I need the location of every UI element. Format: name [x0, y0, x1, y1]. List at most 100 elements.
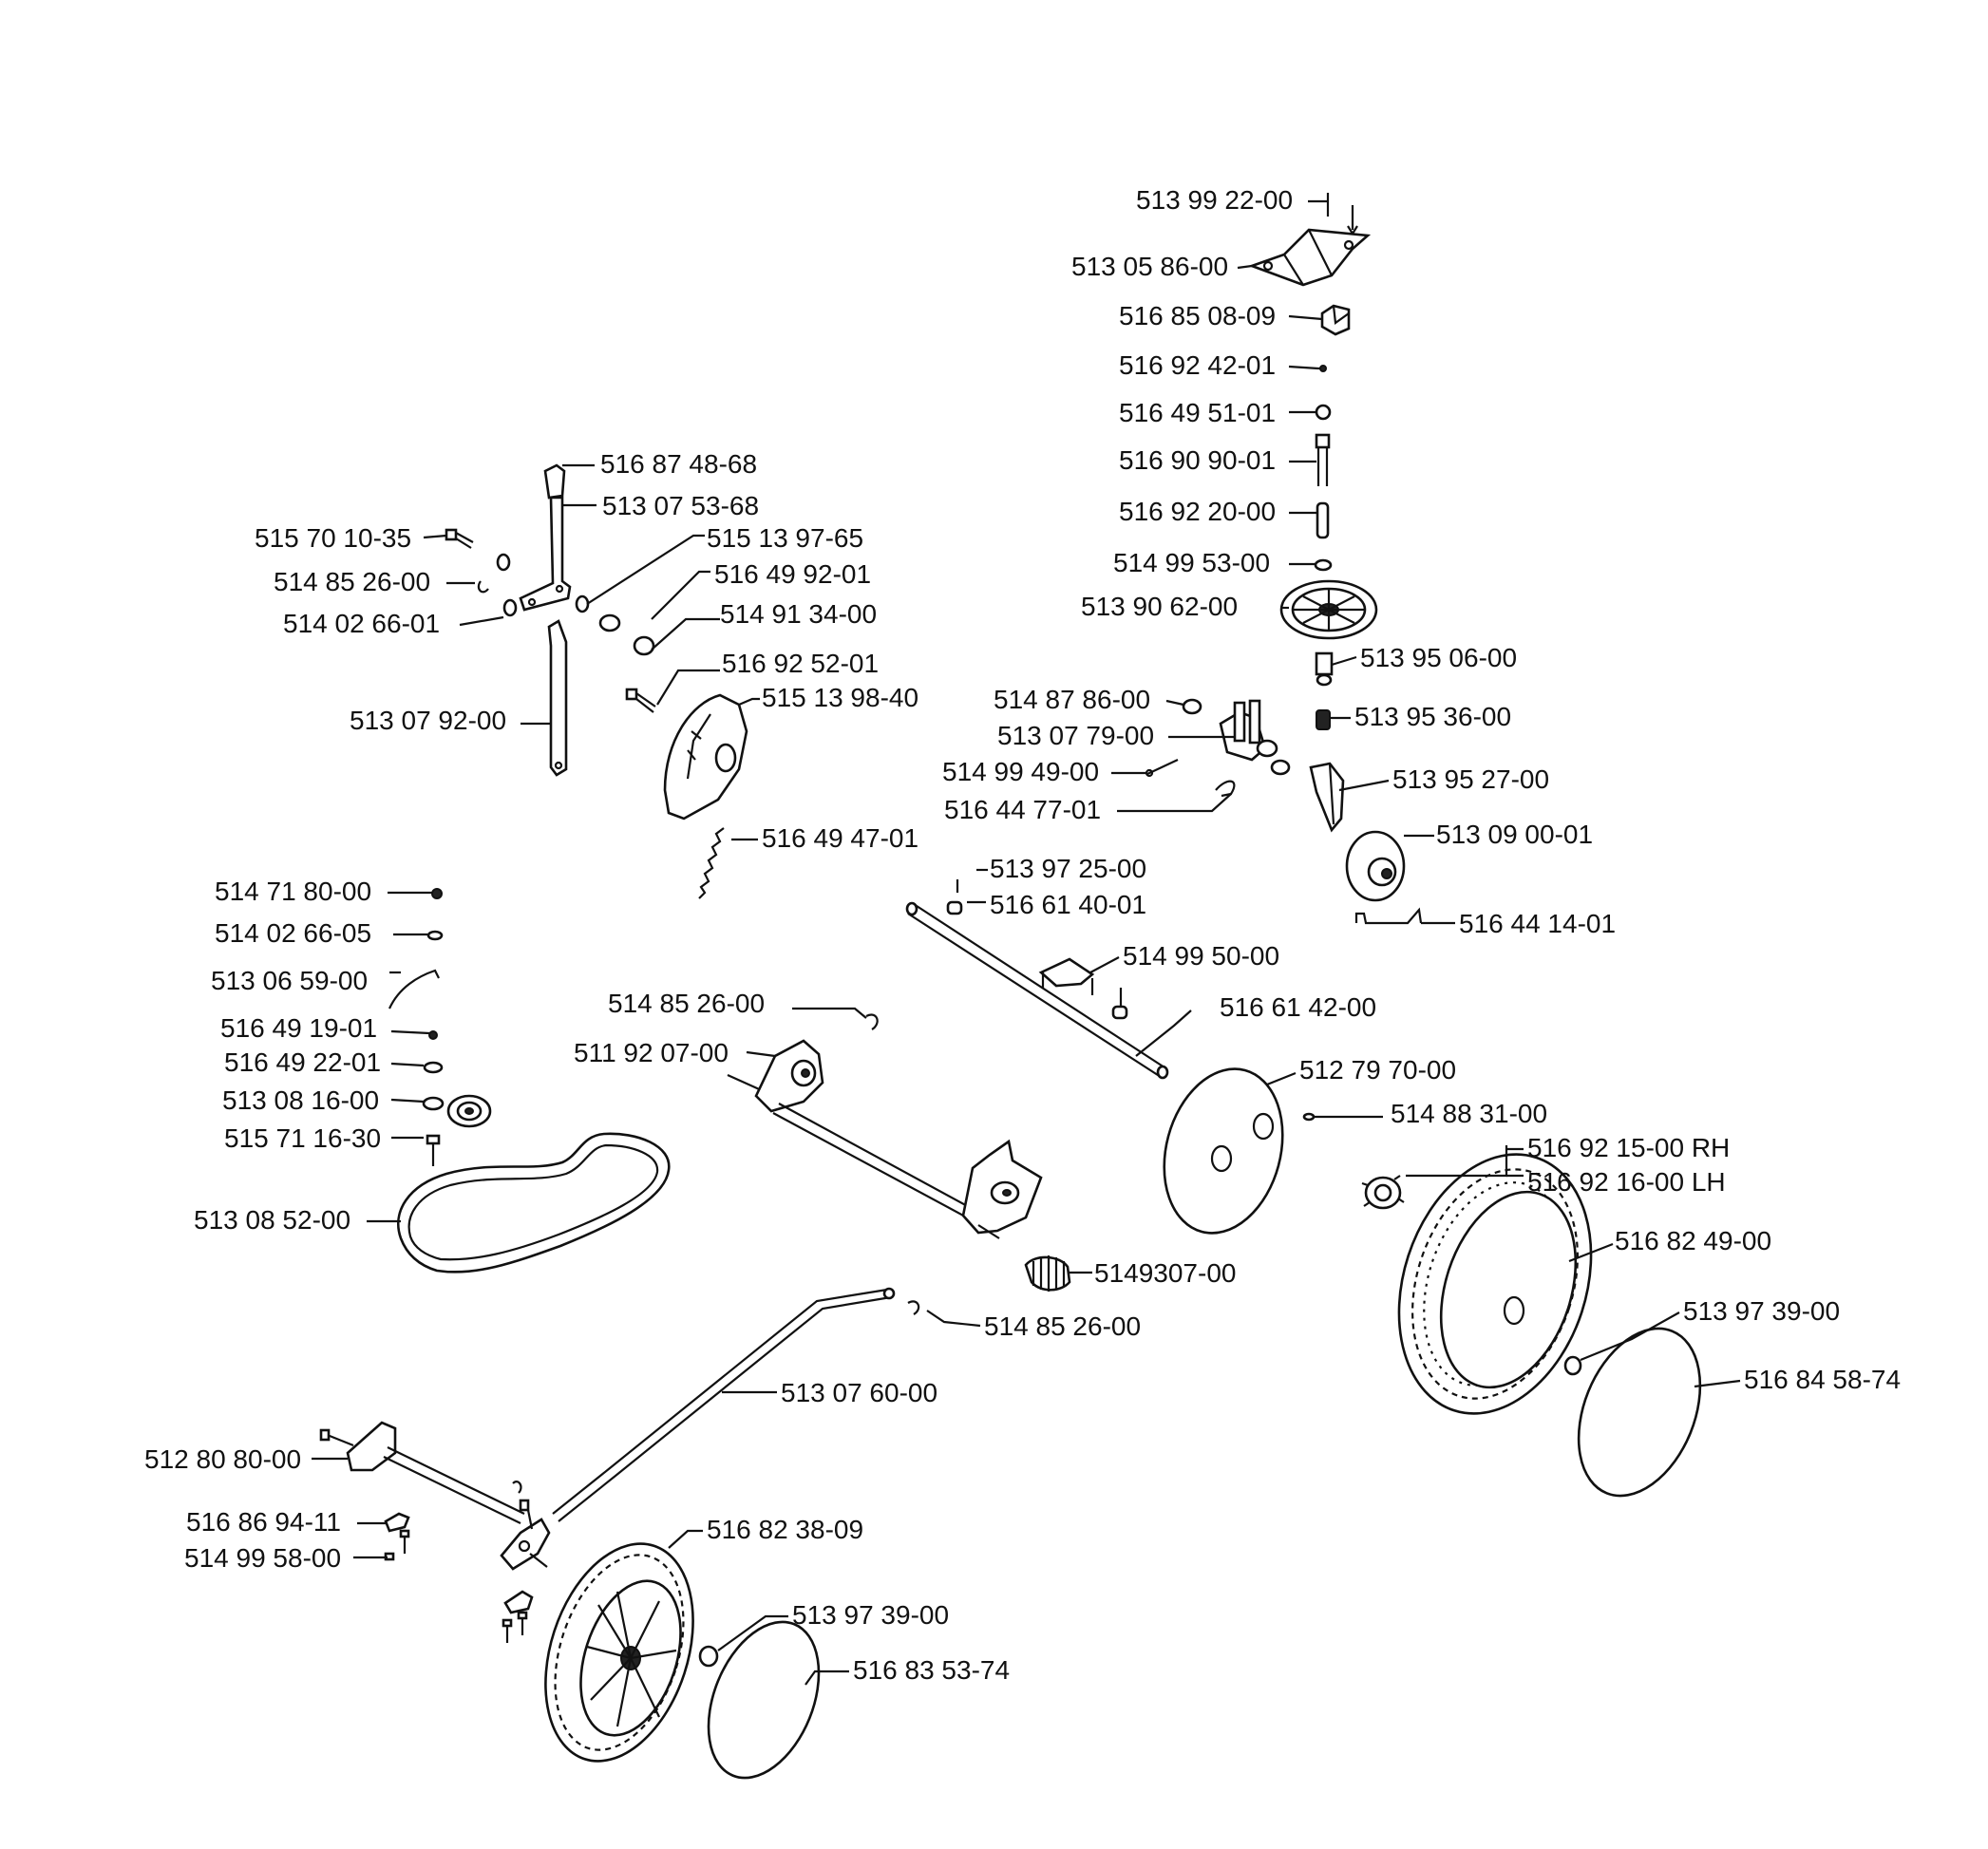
- gearbox-bracket: [727, 1039, 824, 1113]
- part-label: 513 09 00-01: [1436, 820, 1593, 849]
- part-label: 514 99 53-00: [1113, 548, 1270, 577]
- blade-disc: [1163, 1067, 1284, 1235]
- drive-belt: [396, 1132, 671, 1274]
- part-label: 514 91 34-00: [720, 599, 877, 629]
- hook-spring: [1215, 780, 1236, 798]
- part-label: 512 80 80-00: [144, 1444, 301, 1474]
- part-label: 513 97 25-00: [990, 854, 1146, 883]
- front-hub-bracket: [500, 1481, 551, 1571]
- part-labels: 513 99 22-00 513 05 86-00 516 85 08-09 5…: [144, 185, 1901, 1685]
- part-label: 513 97 39-00: [792, 1600, 949, 1630]
- pulley-hub: [1315, 651, 1334, 687]
- front-wheel: [544, 1542, 694, 1763]
- part-label: 513 99 22-00: [1136, 185, 1293, 215]
- pivot-bolt: [625, 688, 656, 713]
- bracket-bolts: [1326, 193, 1358, 236]
- flat-washer: [1314, 558, 1333, 572]
- part-label: 514 02 66-05: [215, 918, 371, 948]
- compression-spring: [1024, 1255, 1071, 1292]
- part-label: 515 70 10-35: [255, 523, 411, 553]
- lever-nut: [598, 613, 655, 656]
- lever-grip: [543, 463, 566, 500]
- part-label: 514 99 58-00: [184, 1543, 341, 1573]
- shaft-bracket: [1038, 957, 1128, 1020]
- part-label: 513 06 59-00: [211, 966, 368, 995]
- part-label: 516 83 53-74: [853, 1655, 1010, 1685]
- part-label: 514 88 31-00: [1391, 1099, 1547, 1128]
- rod-clip: [907, 1300, 920, 1315]
- small-pin: [1318, 365, 1327, 372]
- part-label: 516 92 42-01: [1119, 350, 1276, 380]
- part-label: 516 49 19-01: [220, 1013, 377, 1043]
- part-label: 516 49 51-01: [1119, 398, 1276, 427]
- part-label: 516 84 58-74: [1744, 1365, 1901, 1394]
- part-label: 513 95 06-00: [1360, 643, 1517, 672]
- part-label: 513 90 62-00: [1081, 592, 1238, 621]
- part-label: 516 85 08-09: [1119, 301, 1276, 330]
- part-label: 515 71 16-30: [224, 1123, 381, 1153]
- part-label: 512 79 70-00: [1299, 1055, 1456, 1085]
- idler-pulley: [422, 1094, 492, 1128]
- part-label: 516 49 92-01: [714, 559, 871, 589]
- part-label: 516 90 90-01: [1119, 445, 1276, 475]
- part-label: 513 08 52-00: [194, 1205, 350, 1235]
- lower-lever: [547, 619, 568, 777]
- part-label: 515 13 98-40: [762, 683, 918, 712]
- part-label: 513 05 86-00: [1071, 252, 1228, 281]
- drive-housing: [1182, 698, 1291, 776]
- tension-spring: [698, 827, 725, 899]
- part-label: 514 99 50-00: [1123, 941, 1279, 971]
- shaft-clip: [946, 879, 963, 915]
- spring-sleeve: [1316, 709, 1331, 730]
- part-label: 516 87 48-68: [600, 449, 757, 479]
- part-label: 514 85 26-00: [608, 989, 765, 1018]
- part-label: 514 99 49-00: [942, 757, 1099, 786]
- part-label: 516 49 22-01: [224, 1047, 381, 1077]
- part-label: 516 44 77-01: [944, 795, 1101, 824]
- part-label: 513 07 60-00: [781, 1378, 937, 1407]
- part-label: 514 87 86-00: [994, 685, 1150, 714]
- clip-pin: [1145, 759, 1179, 778]
- main-shaft: [905, 901, 1169, 1080]
- part-label: 513 07 79-00: [997, 721, 1154, 750]
- part-label: 514 02 66-01: [283, 609, 440, 638]
- part-label: 513 07 92-00: [350, 706, 506, 735]
- rubber-block: [1320, 304, 1351, 336]
- part-label: 514 85 26-00: [984, 1311, 1141, 1341]
- clamp-parts: [384, 1512, 534, 1643]
- leader-lines: [312, 199, 1741, 1686]
- mounting-bracket: [1248, 228, 1372, 287]
- part-label: 516 44 14-01: [1459, 909, 1616, 938]
- part-label: 514 85 26-00: [274, 567, 430, 596]
- small-screw: [1302, 1112, 1316, 1122]
- wheel-nut-right: [1563, 1355, 1582, 1376]
- pulley-bolt: [426, 1134, 441, 1166]
- part-label: 516 92 20-00: [1119, 497, 1276, 526]
- part-label: 513 08 16-00: [222, 1085, 379, 1115]
- part-label: 513 95 36-00: [1354, 702, 1511, 731]
- part-label: 516 86 94-11: [186, 1507, 341, 1537]
- wheel-nut-front: [698, 1645, 719, 1668]
- rear-wheel-right: [1397, 1153, 1593, 1415]
- cover-cap: [1345, 830, 1406, 902]
- drive-pulley: [1279, 579, 1378, 640]
- part-label: 516 82 38-09: [707, 1515, 863, 1544]
- part-label: 513 07 53-68: [602, 491, 759, 520]
- part-label: 516 92 15-00 RH: [1527, 1133, 1730, 1162]
- spacer-tube: [1316, 501, 1330, 539]
- part-label: 516 82 49-00: [1615, 1226, 1771, 1255]
- part-label: 516 61 42-00: [1220, 992, 1376, 1022]
- upper-lever: [519, 496, 572, 612]
- hub-cap-front: [707, 1620, 821, 1780]
- part-label: 511 92 07-00: [574, 1038, 729, 1067]
- part-label: 516 49 47-01: [762, 823, 918, 853]
- lever-bracket: [1309, 762, 1345, 833]
- hub-cap-right: [1577, 1327, 1702, 1498]
- left-small-parts: [388, 888, 444, 1074]
- shoulder-bolt: [445, 528, 474, 549]
- height-rod: [552, 1287, 896, 1522]
- axle-shaft: [772, 1103, 972, 1218]
- part-label: 516 61 40-01: [990, 890, 1146, 919]
- axle-bracket-right: [961, 1139, 1043, 1239]
- wire-bracket: [1354, 907, 1423, 925]
